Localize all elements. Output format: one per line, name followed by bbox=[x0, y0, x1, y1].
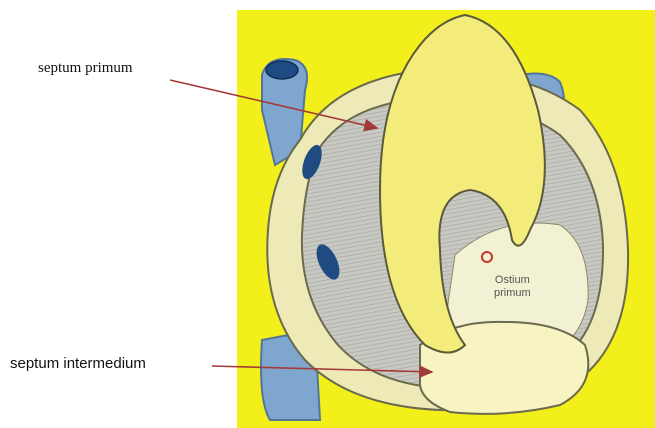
ostium-primum-label: Ostium primum bbox=[494, 274, 531, 300]
septum-intermedium-label: septum intermedium bbox=[10, 355, 146, 372]
septum-primum-label: septum primum bbox=[38, 60, 133, 77]
superior-vena-cava-opening bbox=[266, 61, 298, 79]
ostium-label-line2: primum bbox=[494, 287, 531, 300]
ostium-label-line1: Ostium bbox=[494, 274, 531, 287]
